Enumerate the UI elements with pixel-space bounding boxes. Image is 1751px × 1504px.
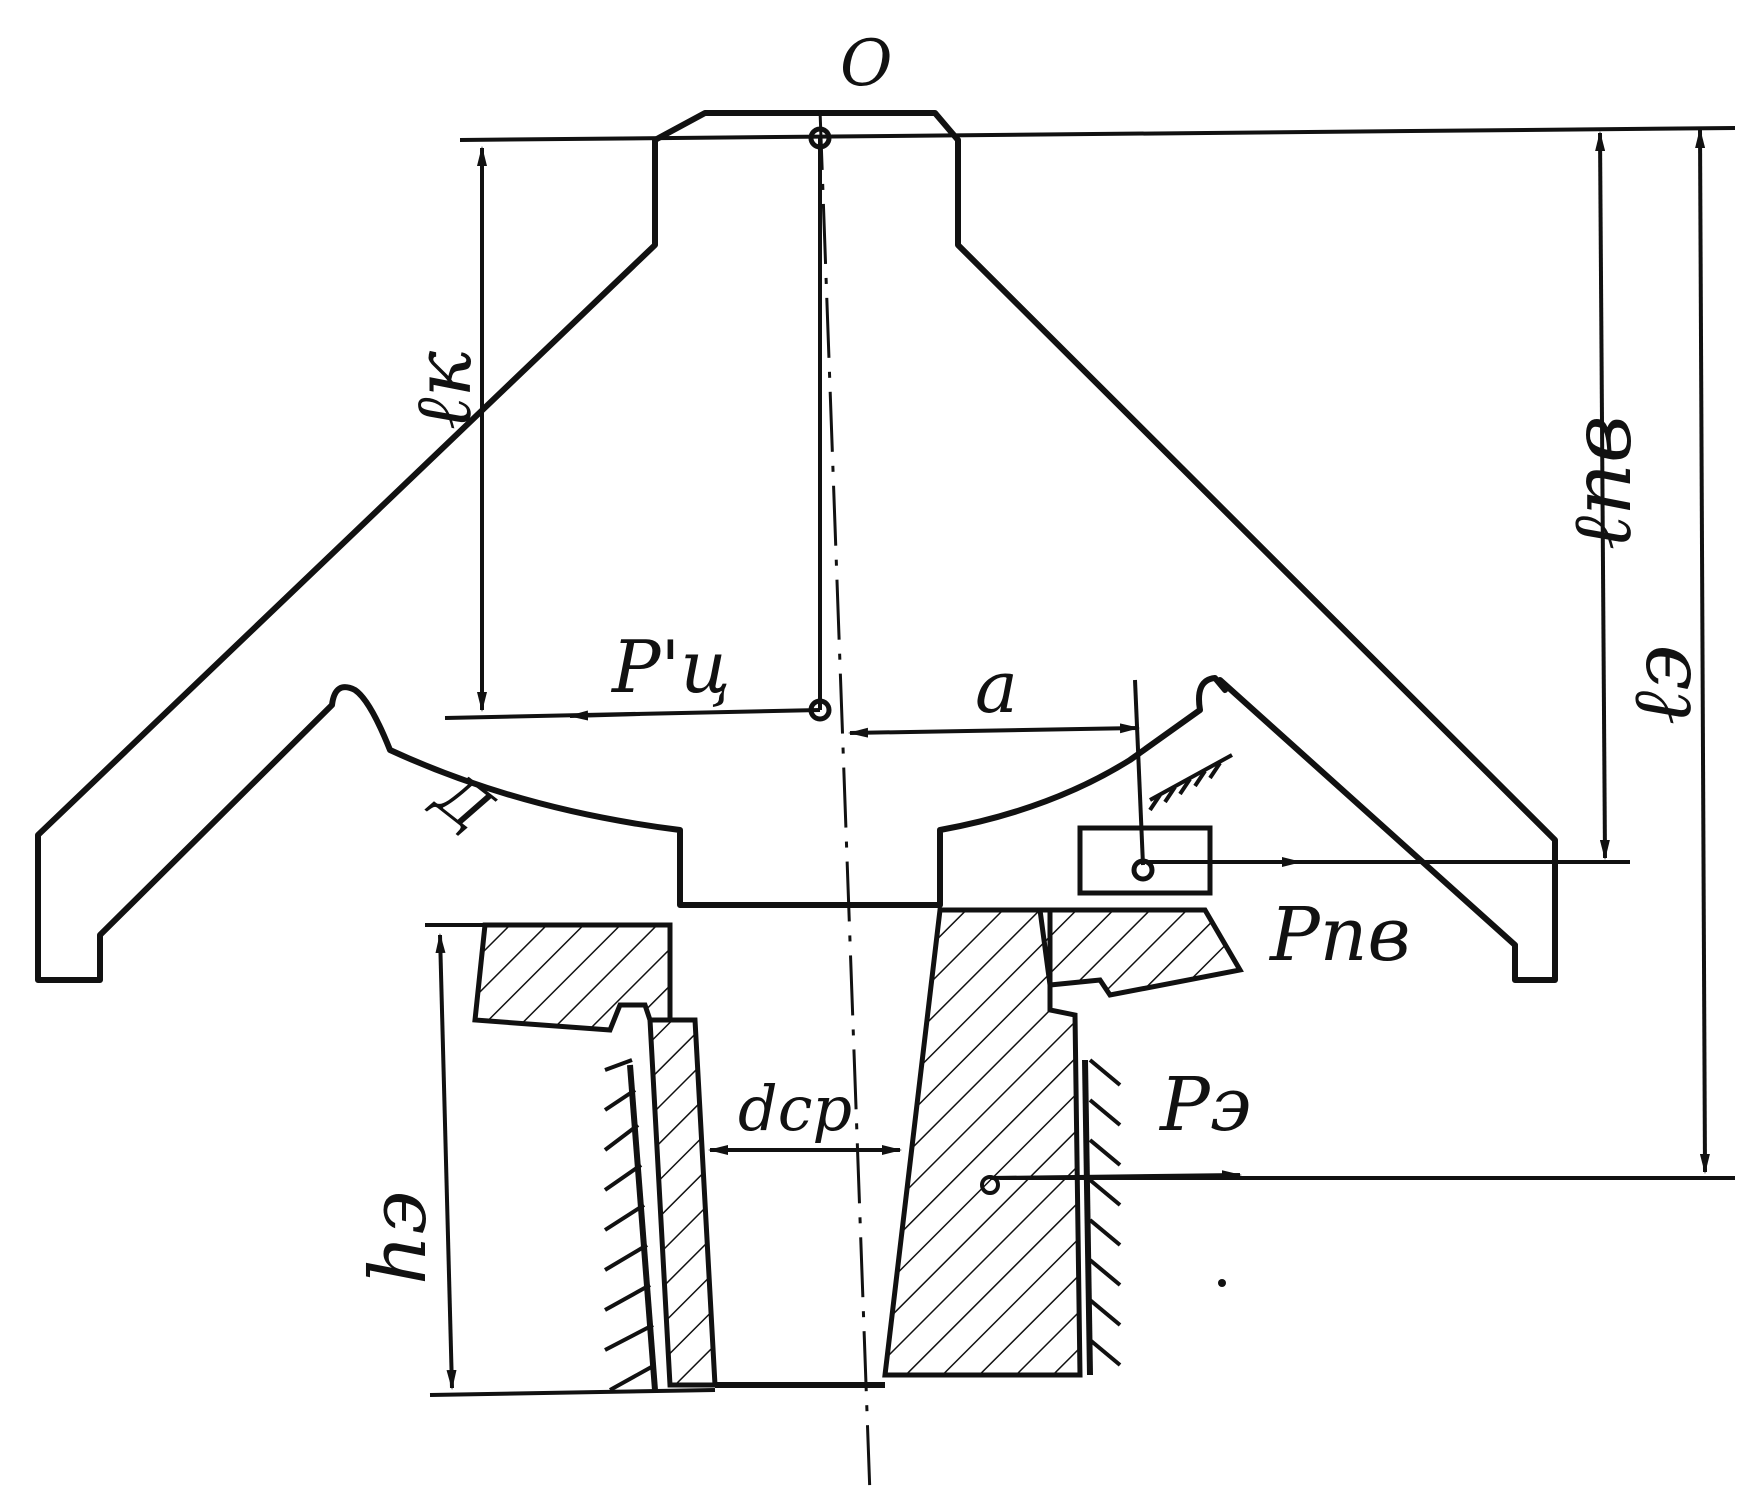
left-thin-wall (647, 1017, 718, 1388)
label-origin: O (840, 27, 892, 101)
right-hatched-ring (1037, 907, 1244, 998)
friction-hatch (1148, 753, 1233, 812)
right-support (1082, 1058, 1122, 1376)
label-lk: ℓк (399, 351, 489, 430)
pc-arrow (568, 710, 641, 721)
stray-dot (1218, 1279, 1226, 1287)
label-he: hэ (354, 1191, 444, 1285)
le-dimension (1695, 128, 1710, 1174)
a-extension (1133, 679, 1145, 866)
centerline (818, 109, 872, 1496)
top-extension-line (459, 126, 1736, 142)
label-lpv: ℓпв (1555, 415, 1650, 550)
left-support (603, 1058, 658, 1392)
label-pe: Pэ (1158, 1062, 1251, 1148)
label-le: ℓэ (1615, 645, 1710, 725)
left-hatched-ring (472, 922, 673, 1033)
label-dcp: dср (738, 1072, 852, 1145)
label-a: a (975, 645, 1018, 729)
he-dimension (435, 933, 457, 1390)
lpv-dimension (1595, 131, 1610, 860)
a-dimension (848, 723, 1140, 738)
he-bottom-extension (429, 1388, 716, 1397)
pe-arrow (989, 1170, 1242, 1181)
inner-cone-outline (680, 140, 940, 245)
label-ppv: Pпв (1268, 892, 1411, 978)
body-outline (35, 110, 1558, 983)
label-pc: P'ц (610, 625, 730, 709)
